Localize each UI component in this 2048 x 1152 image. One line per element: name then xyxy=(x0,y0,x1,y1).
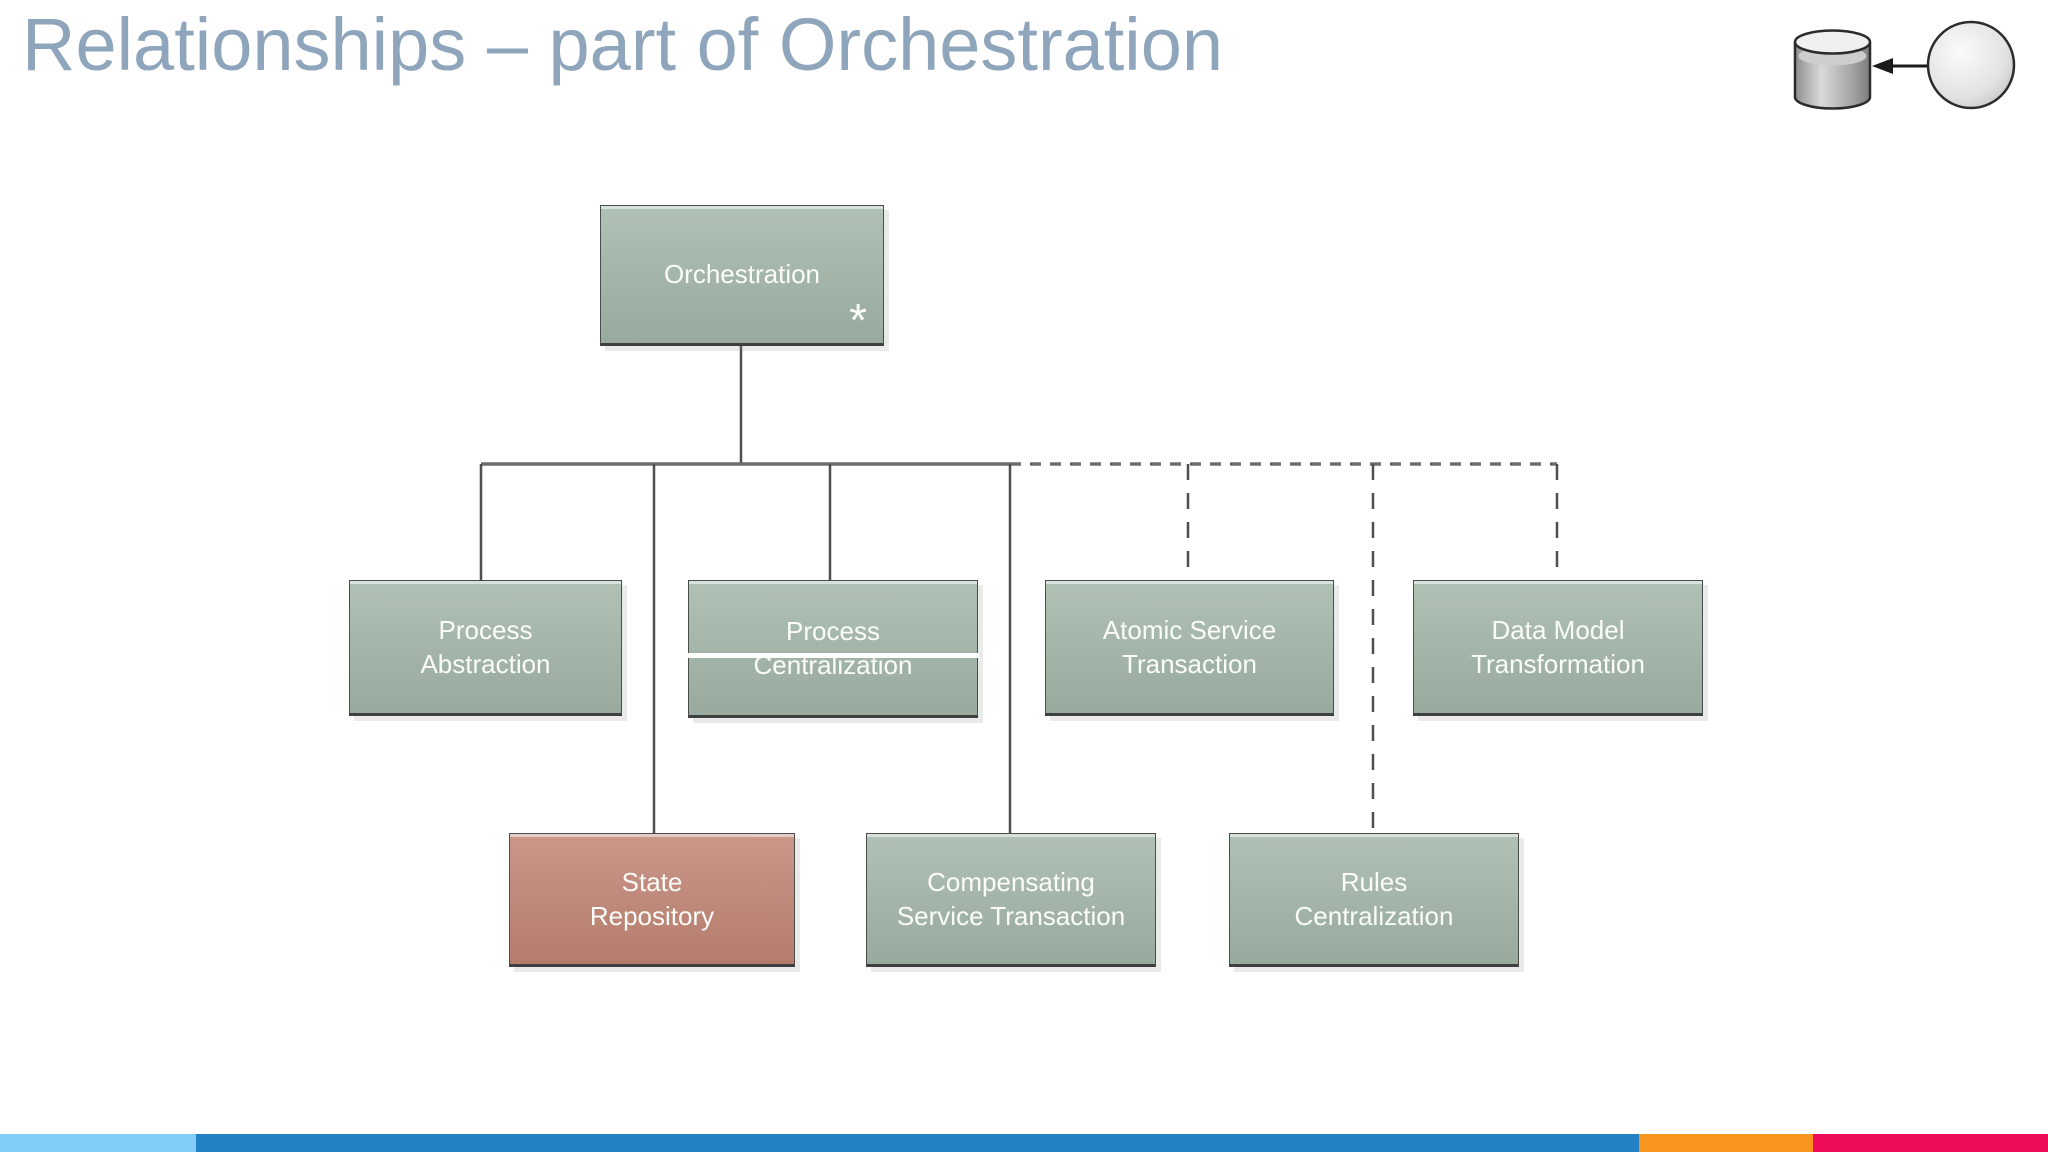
node-label: Process Centralization xyxy=(753,615,913,680)
node-rules-centralization: Rules Centralization xyxy=(1229,833,1519,967)
node-label: Compensating Service Transaction xyxy=(896,866,1126,931)
node-data-model-transformation: Data Model Transformation xyxy=(1413,580,1703,716)
database-cylinder-icon xyxy=(1793,29,1872,110)
node-state-repository: State Repository xyxy=(509,833,795,967)
arrow-left-icon xyxy=(1872,58,1928,74)
footer-accent-bar xyxy=(0,1134,2048,1152)
sphere-icon xyxy=(1926,20,2016,110)
footer-segment-orange xyxy=(1639,1134,1813,1152)
node-process-abstraction: Process Abstraction xyxy=(349,580,622,716)
footer-segment-blue xyxy=(196,1134,1639,1152)
footer-segment-pink xyxy=(1813,1134,2048,1152)
database-sphere-legend-icon xyxy=(1793,20,2016,110)
footer-segment-light-blue xyxy=(0,1134,196,1152)
page-title: Relationships – part of Orchestration xyxy=(22,3,1224,86)
node-label: Process Abstraction xyxy=(420,614,551,679)
node-atomic-service-transaction: Atomic Service Transaction xyxy=(1045,580,1334,716)
node-label: Data Model Transformation xyxy=(1471,614,1645,679)
white-divider-line xyxy=(687,653,979,658)
node-process-centralization: Process Centralization xyxy=(687,580,979,718)
node-label: Atomic Service Transaction xyxy=(1102,614,1277,679)
node-compensating-service-transaction: Compensating Service Transaction xyxy=(866,833,1156,967)
node-label: Orchestration xyxy=(663,259,821,290)
node-label: Rules Centralization xyxy=(1294,866,1454,931)
node-orchestration: Orchestration * xyxy=(600,205,884,346)
node-label: State Repository xyxy=(589,866,715,931)
asterisk-marker: * xyxy=(849,294,867,346)
